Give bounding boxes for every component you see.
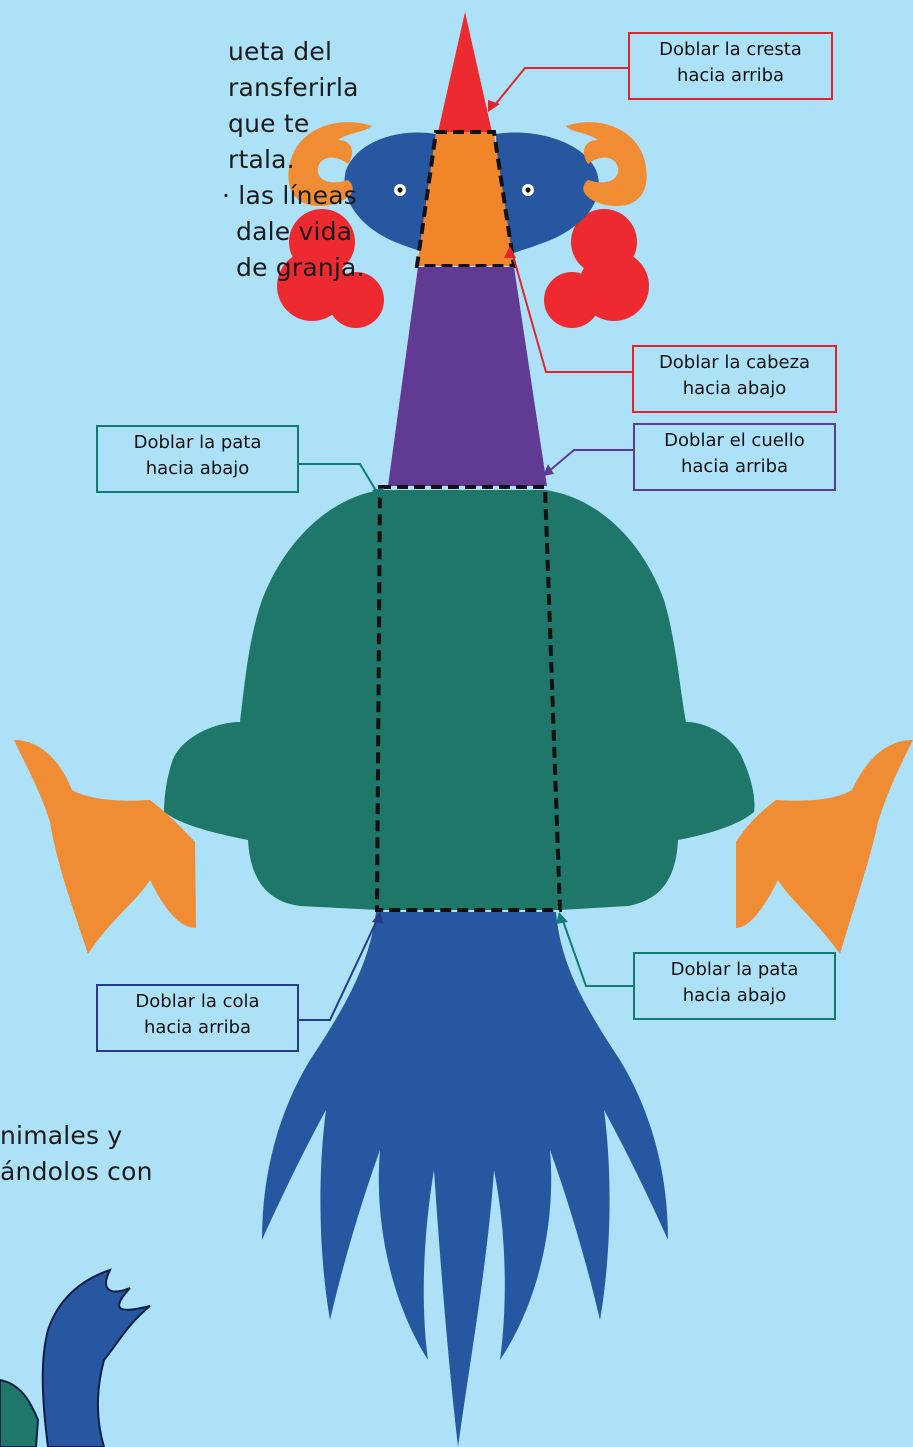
instruction-line: ándolos con xyxy=(0,1154,153,1190)
instruction-line: ransferirla xyxy=(228,70,365,106)
label-line: Doblar la pata xyxy=(635,957,834,983)
label-line: Doblar el cuello xyxy=(635,428,834,454)
instruction-line: de granja. xyxy=(236,250,365,286)
label-fold-crest: Doblar la cresta hacia arriba xyxy=(628,32,833,100)
label-line: hacia abajo xyxy=(635,983,834,1009)
label-line: hacia abajo xyxy=(634,376,835,402)
pupil-left xyxy=(398,188,403,193)
instruction-line: ueta del xyxy=(228,34,365,70)
pupil-right xyxy=(526,188,531,193)
leader-crest xyxy=(494,68,630,106)
label-line: Doblar la cola xyxy=(98,989,297,1015)
label-line: hacia arriba xyxy=(635,454,834,480)
label-line: Doblar la cabeza xyxy=(634,350,835,376)
tail xyxy=(262,912,668,1447)
label-fold-leg-left: Doblar la pata hacia abajo xyxy=(96,425,299,493)
instruction-line: nimales y xyxy=(0,1118,153,1154)
leader-leg-left xyxy=(290,464,378,494)
instruction-line: que te xyxy=(228,106,365,142)
rooster-fragment-feathers xyxy=(43,1270,150,1447)
instruction-line: rtala. xyxy=(228,142,365,178)
arrowhead-leg-right xyxy=(556,912,568,924)
rooster-fragment-neck xyxy=(0,1380,38,1447)
foot-right xyxy=(736,740,913,954)
foot-left xyxy=(14,740,196,954)
label-line: Doblar la pata xyxy=(98,430,297,456)
instructions-bottom: nimales y ándolos con xyxy=(0,1118,153,1190)
label-line: hacia arriba xyxy=(98,1015,297,1041)
neck xyxy=(388,267,547,486)
leader-leg-right xyxy=(562,918,633,986)
instructions-top: ueta del ransferirla que te rtala. · las… xyxy=(228,34,365,286)
instruction-line: dale vida xyxy=(236,214,365,250)
label-line: Doblar la cresta xyxy=(630,37,831,63)
label-fold-neck: Doblar el cuello hacia arriba xyxy=(633,423,836,491)
instruction-line: · las líneas xyxy=(222,178,365,214)
crest xyxy=(438,12,492,132)
label-line: hacia arriba xyxy=(630,63,831,89)
label-fold-leg-right: Doblar la pata hacia abajo xyxy=(633,952,836,1020)
body xyxy=(164,490,755,910)
leader-neck xyxy=(548,450,633,472)
label-line: hacia abajo xyxy=(98,456,297,482)
label-fold-head: Doblar la cabeza hacia abajo xyxy=(632,345,837,413)
arrowhead-neck xyxy=(543,464,554,476)
label-fold-tail: Doblar la cola hacia arriba xyxy=(96,984,299,1052)
